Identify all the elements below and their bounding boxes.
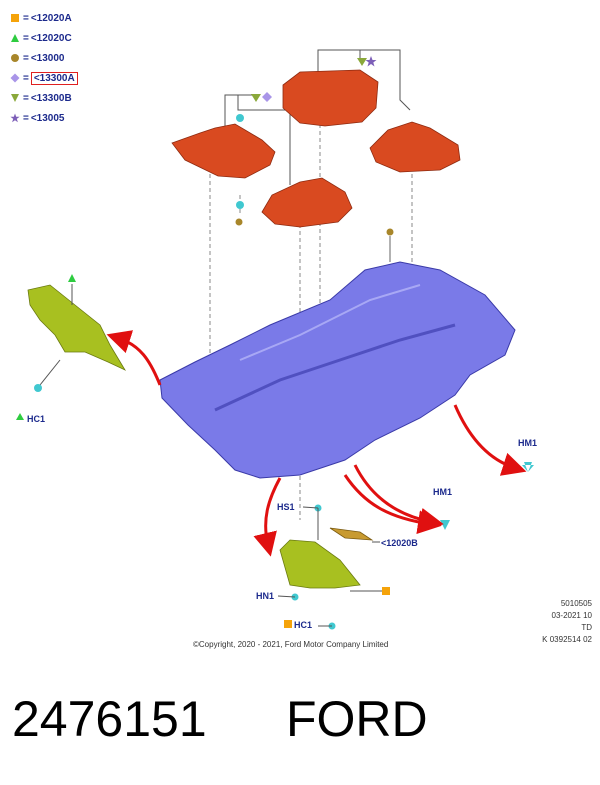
floor-carpet [159,261,516,479]
clip-icon [236,201,244,209]
arrow [453,404,527,476]
arrow [106,330,162,386]
bottom-side-bracket [279,539,361,589]
legend-text: <12020C [30,32,72,44]
floor-mat-rear-left [282,69,379,127]
callout-hs1: HS1 [277,502,295,512]
star-icon [10,113,20,123]
triangle-up-icon [68,274,76,282]
square-icon [382,587,390,595]
square-icon [11,14,19,22]
triangle-down-icon [251,94,261,102]
clip-icon [522,462,534,472]
equals-sign: = [23,112,29,124]
legend-row: = <13005 [10,108,78,128]
callout-hc1-left: HC1 [27,414,46,424]
connector [39,359,61,386]
bottom-fasteners [277,504,390,630]
triangle-down-icon [11,94,19,102]
connector [302,506,319,509]
callout-hm1-mid: HM1 [433,487,453,497]
bottom-cable-clip [329,527,374,541]
equals-sign: = [23,12,29,24]
left-side-bracket [27,284,127,371]
diamond-icon [262,92,272,102]
equals-sign: = [23,92,29,104]
legend-text: <13005 [30,112,65,124]
triangle-up-icon [16,413,24,420]
square-icon [284,620,292,628]
equals-sign: = [23,32,29,44]
callout-hn1: HN1 [256,591,275,601]
circle-icon [11,54,19,62]
connector [317,49,411,111]
callout-hm1-right: HM1 [518,438,538,448]
part-number: 2476151 [12,691,207,747]
right-fasteners [440,462,534,530]
legend-row: = <13300B [10,88,78,108]
carpet-highlight [239,284,421,361]
ref-line: 03-2021 10 [551,611,592,620]
floor-mat-front-left [171,123,276,179]
floor-mat-front-right [261,177,353,228]
callout-12020b: <12020B [381,538,418,548]
clip-icon [34,384,42,392]
arrow [253,477,282,557]
legend-row: = <12020A [10,8,78,28]
copyright-notice: ©Copyright, 2020 - 2021, Ford Motor Comp… [193,640,389,649]
triangle-up-icon [11,34,19,42]
floor-mat-rear-right [369,121,461,173]
legend-text: <13000 [30,52,65,64]
reference-block: 5010505 03-2021 10 TD K 0392514 02 [538,598,592,646]
legend-text: <12020A [30,12,72,24]
legend-text-highlighted: <13300A [30,71,78,85]
legend-row: = <13000 [10,48,78,68]
floor-mats [171,69,461,228]
carpet-tunnel [214,323,456,412]
connector [277,595,296,598]
legend-row: = <12020C [10,28,78,48]
ref-line: TD [581,623,592,632]
clip-icon [440,520,450,530]
brand-name: FORD [286,691,428,747]
red-arrows [106,330,527,557]
legend-text: <13300B [30,92,72,104]
connector [237,95,291,185]
clip-icon [236,114,244,122]
connector [224,94,255,140]
star-icon [365,56,377,67]
circle-icon [235,218,243,226]
fasteners [235,56,394,262]
ref-line: 5010505 [560,599,592,608]
legend: = <12020A = <12020C = <13000 = <13300A =… [10,8,78,128]
parts-diagram [16,49,534,630]
circle-icon [386,228,394,236]
equals-sign: = [23,52,29,64]
callout-hc1-bottom: HC1 [294,620,313,630]
ref-line: K 0392514 02 [542,635,592,644]
equals-sign: = [23,72,29,84]
triangle-down-icon [357,58,367,66]
arrow [343,474,442,535]
diamond-icon [10,73,20,83]
legend-row: = <13300A [10,68,78,88]
